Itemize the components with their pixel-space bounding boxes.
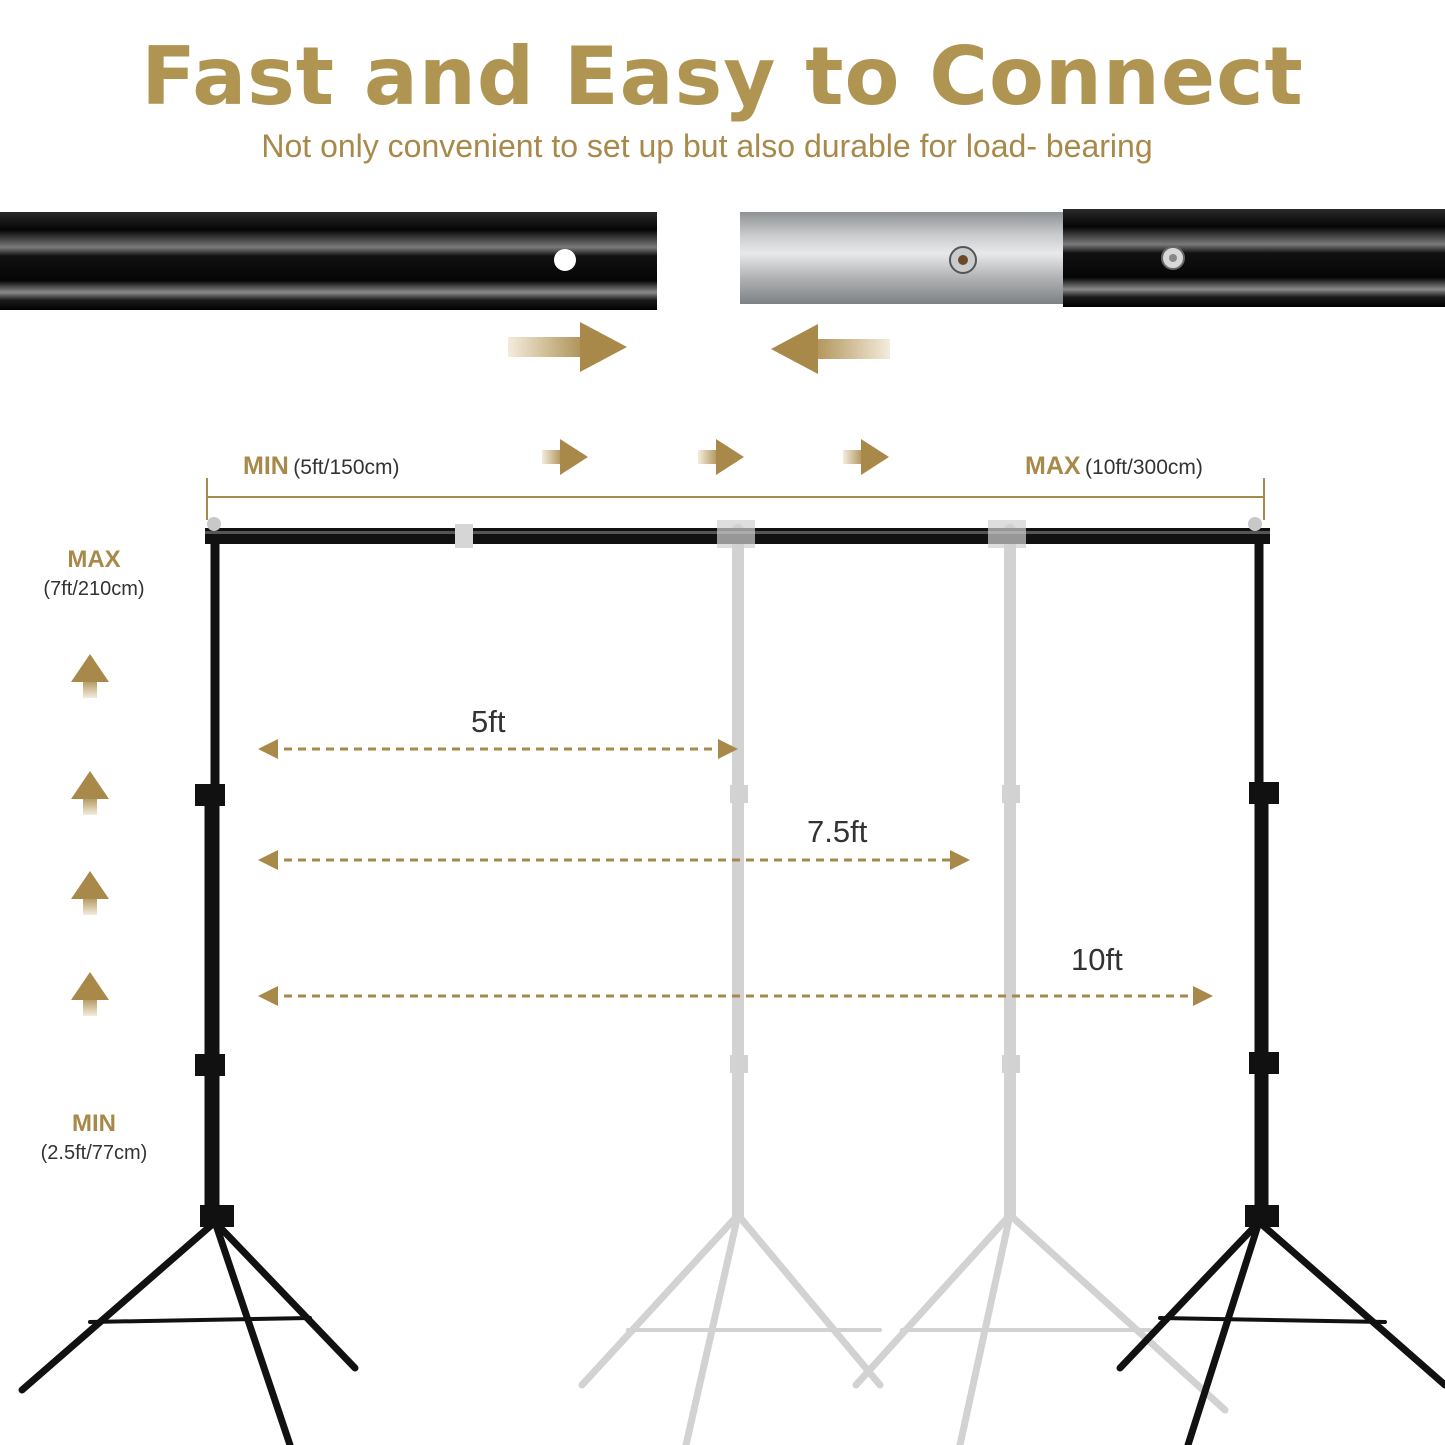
width-10ft-arrow (258, 986, 1213, 1006)
faded-stand (852, 524, 1229, 1445)
height-up-arrow-icon (71, 871, 109, 915)
height-max-label: MAX (7ft/210cm) (34, 546, 154, 601)
width-dimension-line (206, 478, 1265, 520)
width-min-value: (5ft/150cm) (293, 456, 400, 479)
right-tube (740, 209, 1445, 307)
connect-right-arrow-icon (508, 322, 627, 372)
left-stand (18, 539, 359, 1445)
height-up-arrow-icon (71, 654, 109, 698)
width-10ft-label: 10ft (1071, 942, 1123, 977)
width-7-5ft-label: 7.5ft (807, 814, 868, 849)
width-5ft-label: 5ft (471, 704, 506, 739)
headline: Fast and Easy to Connect (141, 30, 1304, 123)
extend-arrow-icon (542, 439, 588, 475)
tube-hole-icon (554, 249, 576, 271)
crossbar (205, 517, 1270, 548)
right-stand (1116, 539, 1445, 1445)
height-up-arrow-icon (71, 771, 109, 815)
left-tube (0, 212, 657, 310)
width-5ft-arrow (258, 739, 738, 759)
width-max-value: (10ft/300cm) (1085, 456, 1203, 479)
width-max-label: MAX (10ft/300cm) (1025, 452, 1203, 480)
subheadline: Not only convenient to set up but also d… (261, 128, 1153, 164)
connect-left-arrow-icon (771, 324, 890, 374)
width-7-5ft-arrow (258, 850, 970, 870)
height-max-value: (7ft/210cm) (43, 578, 145, 600)
height-min-label: MIN (2.5ft/77cm) (34, 1110, 154, 1165)
height-up-arrow-icon (71, 972, 109, 1016)
extend-arrow-icon (698, 439, 744, 475)
height-min-value: (2.5ft/77cm) (40, 1142, 148, 1164)
width-min-label: MIN (5ft/150cm) (243, 452, 400, 480)
faded-stand (578, 524, 884, 1445)
extend-arrow-icon (843, 439, 889, 475)
